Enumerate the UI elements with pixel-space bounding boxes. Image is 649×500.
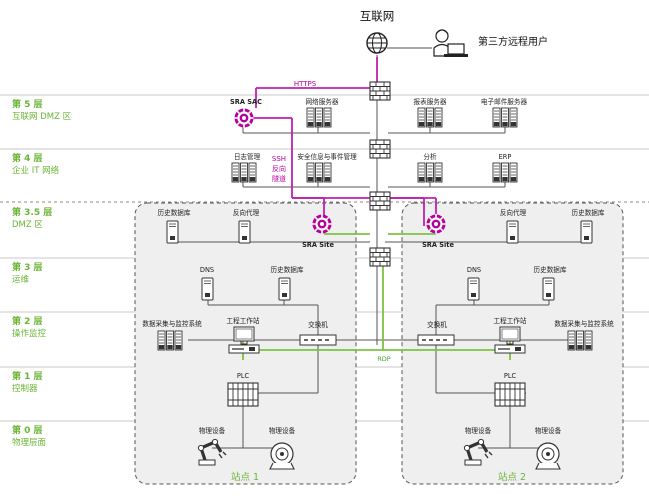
firewall-icon xyxy=(369,247,391,267)
server-rack-icon xyxy=(417,162,443,183)
ssh-tunnel-link xyxy=(252,57,437,226)
layer-5-name: 互联网 DMZ 区 xyxy=(12,112,72,122)
workstation-label: 工程工作站 xyxy=(227,316,260,325)
layer-1-name: 控制器 xyxy=(12,383,38,394)
sra-gear-icon xyxy=(233,107,255,129)
layer-0-num: 第 0 层 xyxy=(12,424,43,436)
firewall-icon xyxy=(369,81,391,101)
layer-0-name: 物理层面 xyxy=(12,437,47,448)
tower-server-icon xyxy=(201,277,214,301)
site-2: SRA Site 反向代理 历史数据库 DNS 历史数据库 交换机 工程工作站 … xyxy=(417,208,614,483)
tower-server-icon xyxy=(166,220,179,244)
layer-1-num: 第 1 层 xyxy=(12,370,43,382)
layer-3-num: 第 3 层 xyxy=(12,261,43,273)
tower-server-icon xyxy=(238,220,251,244)
plc-icon xyxy=(227,382,259,407)
layer-5-num: 第 5 层 xyxy=(12,98,43,110)
device-a-label: 物理设备 xyxy=(199,426,226,435)
layer-2-name: 操作监控 xyxy=(12,328,47,339)
server-rack-icon xyxy=(567,330,593,351)
report-server-label: 报表服务器 xyxy=(414,97,447,106)
historian-ops-label: 历史数据库 xyxy=(271,265,304,274)
tower-server-icon xyxy=(580,220,593,244)
server-rack-icon xyxy=(231,162,257,183)
remote-user-icon xyxy=(433,29,468,57)
reverse-proxy-label: 反向代理 xyxy=(233,208,260,217)
device-b-label: 物理设备 xyxy=(269,426,296,435)
layer-4-name: 企业 IT 网络 xyxy=(12,165,60,176)
ssh-label-2: 反向 xyxy=(272,164,286,173)
plc-icon xyxy=(494,382,526,407)
sra-site-label: SRA Site xyxy=(302,241,334,249)
device-b-label: 物理设备 xyxy=(535,426,562,435)
historian-dmz-label: 历史数据库 xyxy=(158,208,191,217)
server-rack-icon xyxy=(492,162,518,183)
pump-icon xyxy=(535,442,561,470)
switch-label: 交换机 xyxy=(308,320,328,329)
dns-label: DNS xyxy=(200,266,214,274)
switch-icon xyxy=(299,334,337,346)
server-rack-icon xyxy=(492,107,518,128)
historian-dmz-label: 历史数据库 xyxy=(572,208,605,217)
layer-3-5-num: 第 3.5 层 xyxy=(12,206,52,218)
ssh-label-1: SSH xyxy=(272,155,286,163)
tower-server-icon xyxy=(467,277,480,301)
firewall-icon xyxy=(369,139,391,159)
sra-site-label: SRA Site xyxy=(422,241,454,249)
server-rack-icon xyxy=(306,162,332,183)
workstation-icon xyxy=(228,326,260,354)
plc-label: PLC xyxy=(237,372,250,380)
plc-label: PLC xyxy=(504,372,517,380)
server-rack-icon xyxy=(157,330,183,351)
erp-label: ERP xyxy=(499,153,512,161)
workstation-label: 工程工作站 xyxy=(494,316,527,325)
tower-server-icon xyxy=(506,220,519,244)
mail-server-label: 电子邮件服务器 xyxy=(481,97,528,106)
switch-icon xyxy=(417,334,455,346)
dns-label: DNS xyxy=(467,266,481,274)
scada-label: 数据采集与监控系统 xyxy=(142,319,202,328)
siem-label: 安全信息与事件管理 xyxy=(297,152,357,161)
scada-label: 数据采集与监控系统 xyxy=(554,319,614,328)
https-label: HTTPS xyxy=(294,80,317,88)
globe-icon xyxy=(366,32,388,54)
sra-sac-label: SRA SAC xyxy=(230,98,262,106)
ssh-label-3: 隧道 xyxy=(272,174,286,183)
switch-label: 交换机 xyxy=(427,320,447,329)
device-a-label: 物理设备 xyxy=(465,426,492,435)
reverse-proxy-label: 反向代理 xyxy=(500,208,527,217)
firewall-icon xyxy=(369,191,391,211)
analytics-label: 分析 xyxy=(423,152,437,161)
layer-3-5-name: DMZ 区 xyxy=(12,220,43,230)
pump-icon xyxy=(269,442,295,470)
internet-label: 互联网 xyxy=(360,9,395,23)
web-server-label: 网络服务器 xyxy=(306,97,339,106)
site-1: 历史数据库 反向代理 SRA Site DNS 历史数据库 数据采集与监控系统 … xyxy=(142,208,337,483)
server-rack-icon xyxy=(417,107,443,128)
rdp-label: RDP xyxy=(377,355,391,363)
sra-gear-icon xyxy=(425,213,447,235)
server-rack-icon xyxy=(306,107,332,128)
layer-4-num: 第 4 层 xyxy=(12,152,43,164)
log-mgmt-label: 日志管理 xyxy=(234,152,261,161)
layer-labels: 第 5 层 互联网 DMZ 区 第 4 层 企业 IT 网络 第 3.5 层 D… xyxy=(12,98,72,448)
third-party-user-label: 第三方远程用户 xyxy=(478,35,548,48)
site-2-label: 站点 2 xyxy=(498,471,526,483)
workstation-icon xyxy=(494,326,526,354)
layer-3-name: 运维 xyxy=(12,274,30,285)
tower-server-icon xyxy=(278,277,291,301)
site-1-label: 站点 1 xyxy=(231,471,259,483)
layer-2-num: 第 2 层 xyxy=(12,315,43,327)
tower-server-icon xyxy=(542,277,555,301)
sra-gear-icon xyxy=(311,213,333,235)
historian-ops-label: 历史数据库 xyxy=(534,265,567,274)
